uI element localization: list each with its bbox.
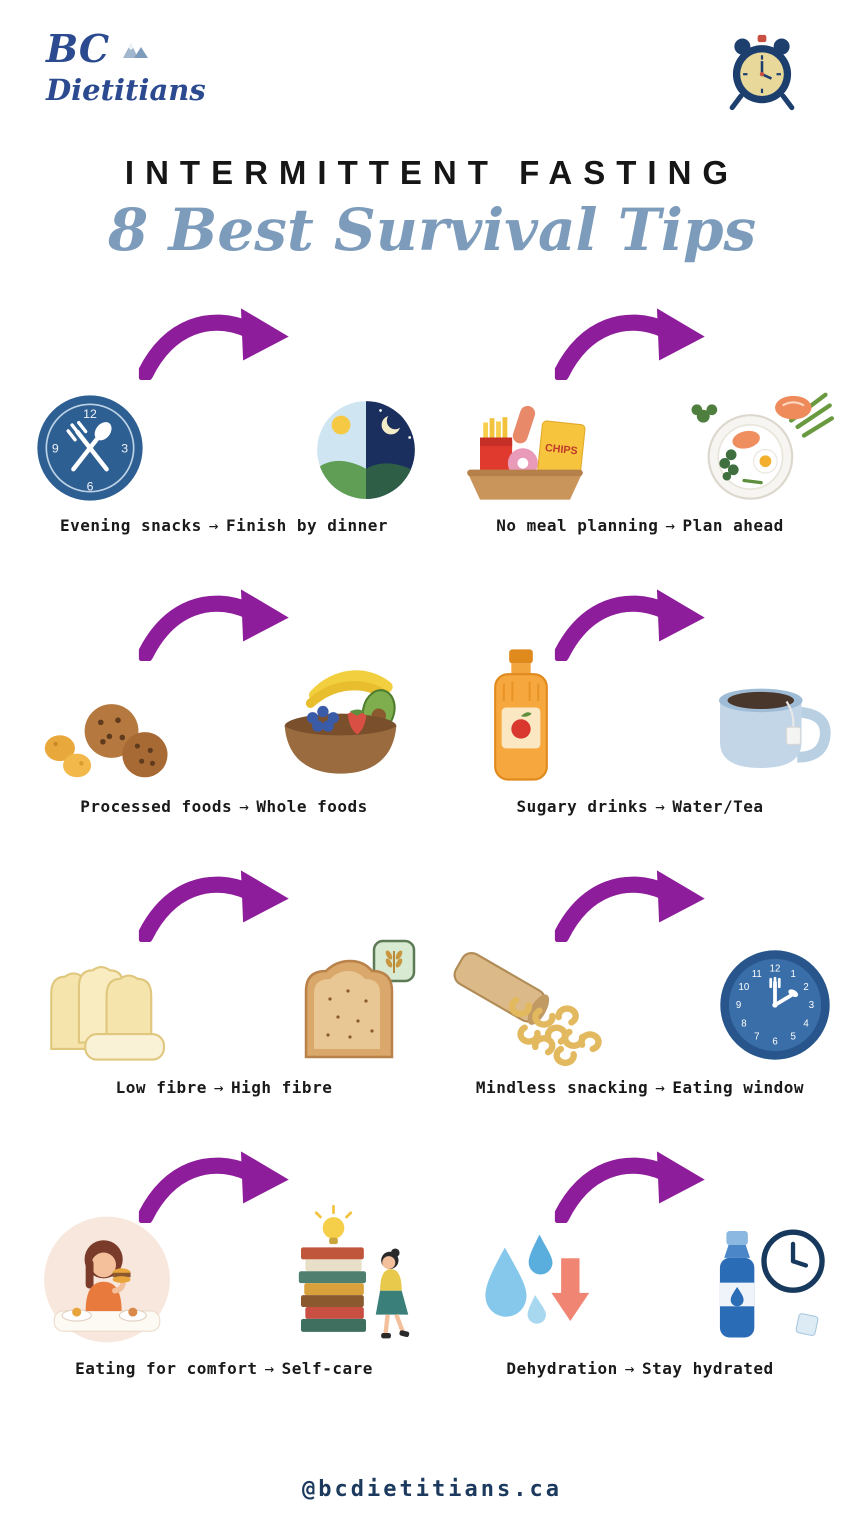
water-bottle-clock-icon: [719, 1229, 825, 1338]
svg-text:4: 4: [803, 1018, 809, 1029]
tip-illustration: [26, 585, 422, 785]
tip-card: Sugary drinks → Water/Tea: [442, 585, 838, 816]
curved-arrow-icon: [554, 1151, 705, 1223]
svg-text:9: 9: [736, 1000, 741, 1011]
caption-arrow: →: [264, 1359, 275, 1378]
cashew-scoop-icon: [453, 951, 602, 1066]
svg-text:10: 10: [739, 982, 750, 993]
caption-to: Water/Tea: [672, 797, 764, 816]
alarm-clock-icon: [729, 34, 795, 111]
svg-text:7: 7: [754, 1031, 759, 1042]
caption-arrow: →: [213, 1078, 224, 1097]
comfort-eating-icon: [44, 1216, 170, 1343]
caption-from: No meal planning: [496, 516, 659, 535]
brand-name-line1: BC: [46, 26, 110, 71]
tip-card: Processed foods → Whole foods: [26, 585, 422, 816]
svg-text:6: 6: [772, 1037, 777, 1048]
caption-to: Whole foods: [256, 797, 368, 816]
tea-mug-icon: [718, 688, 831, 768]
juice-bottle-icon: [494, 649, 548, 781]
healthy-plate-icon: [691, 392, 834, 500]
tip-illustration: [442, 585, 838, 785]
caption-to: Eating window: [672, 1078, 805, 1097]
caption-from: Eating for comfort: [75, 1359, 258, 1378]
tip-caption: Processed foods → Whole foods: [80, 797, 368, 816]
tip-caption: Mindless snacking → Eating window: [476, 1078, 804, 1097]
footer-handle: @bcdietitians.ca: [302, 1477, 562, 1502]
svg-text:3: 3: [809, 1000, 814, 1011]
caption-from: Evening snacks: [59, 516, 202, 535]
caption-arrow: →: [655, 797, 666, 816]
curved-arrow-icon: [554, 308, 705, 380]
caption-arrow: →: [239, 797, 250, 816]
caption-arrow: →: [624, 1359, 635, 1378]
tip-caption: Eating for comfort → Self-care: [75, 1359, 373, 1378]
svg-text:3: 3: [121, 441, 128, 455]
page-title: INTERMITTENT FASTING: [124, 154, 740, 191]
caption-arrow: →: [208, 516, 219, 535]
curved-arrow-icon: [138, 1151, 289, 1223]
caption-to: High fibre: [231, 1078, 333, 1097]
caption-arrow: →: [665, 516, 676, 535]
page-subtitle: 8 Best Survival Tips: [107, 196, 757, 264]
caption-arrow: →: [655, 1078, 666, 1097]
brand-name-line2: Dietitians: [46, 73, 206, 107]
tip-card: Low fibre → High fibre: [26, 866, 422, 1097]
tip-caption: No meal planning → Plan ahead: [496, 516, 784, 535]
svg-text:8: 8: [741, 1018, 746, 1029]
caption-from: Processed foods: [80, 797, 233, 816]
caption-to: Finish by dinner: [225, 516, 389, 535]
svg-text:12: 12: [770, 964, 781, 975]
curved-arrow-icon: [554, 589, 705, 661]
caption-from: Sugary drinks: [516, 797, 649, 816]
clock-utensils-icon: 12 3 6 9: [37, 395, 143, 501]
day-night-icon: [317, 401, 415, 499]
svg-text:1: 1: [791, 969, 796, 980]
tip-illustration: [442, 1147, 838, 1347]
tip-card: Eating for comfort → Self-care: [26, 1147, 422, 1378]
caption-to: Self-care: [281, 1359, 373, 1378]
caption-from: Low fibre: [115, 1078, 207, 1097]
mountain-icon: [123, 42, 149, 58]
tip-card: 12 1 2 3 4 5 6 7 8 9 10 11: [442, 866, 838, 1097]
tip-card: 12 3 6 9: [26, 304, 422, 535]
caption-from: Dehydration: [506, 1359, 618, 1378]
tip-illustration: [26, 866, 422, 1066]
svg-text:5: 5: [791, 1031, 796, 1042]
curved-arrow-icon: [138, 308, 289, 380]
svg-text:6: 6: [87, 480, 94, 494]
self-care-icon: [298, 1204, 410, 1339]
fruit-bowl-icon: [284, 670, 397, 774]
curved-arrow-icon: [138, 870, 289, 942]
caption-to: Stay hydrated: [641, 1359, 774, 1378]
tip-card: CHIPS: [442, 304, 838, 535]
brand-logo: BC Dietitians: [46, 26, 206, 107]
header: BC Dietitians: [0, 0, 864, 140]
tip-illustration: 12 1 2 3 4 5 6 7 8 9 10 11: [442, 866, 838, 1066]
tip-caption: Sugary drinks → Water/Tea: [516, 797, 763, 816]
svg-text:2: 2: [803, 982, 808, 993]
curved-arrow-icon: [554, 870, 705, 942]
cookies-icon: [44, 704, 168, 778]
tip-caption: Dehydration → Stay hydrated: [506, 1359, 773, 1378]
tip-illustration: [26, 1147, 422, 1347]
wholegrain-bread-icon: [304, 939, 416, 1059]
eating-window-clock-icon: 12 1 2 3 4 5 6 7 8 9 10 11: [720, 950, 830, 1060]
svg-text:9: 9: [52, 441, 59, 455]
caption-from: Mindless snacking: [475, 1078, 649, 1097]
tip-illustration: CHIPS: [442, 304, 838, 504]
caption-to: Plan ahead: [682, 516, 784, 535]
tip-card: Dehydration → Stay hydrated: [442, 1147, 838, 1378]
svg-text:11: 11: [752, 969, 762, 980]
curved-arrow-icon: [138, 589, 289, 661]
junk-food-icon: CHIPS: [467, 405, 586, 500]
tip-caption: Evening snacks → Finish by dinner: [60, 516, 388, 535]
tip-illustration: 12 3 6 9: [26, 304, 422, 504]
chips-label-text: CHIPS: [544, 442, 578, 457]
dehydration-icon: [485, 1234, 590, 1324]
tip-caption: Low fibre → High fibre: [116, 1078, 333, 1097]
white-bread-icon: [50, 966, 166, 1061]
tips-grid: 12 3 6 9: [0, 286, 864, 1378]
svg-text:12: 12: [83, 407, 97, 421]
